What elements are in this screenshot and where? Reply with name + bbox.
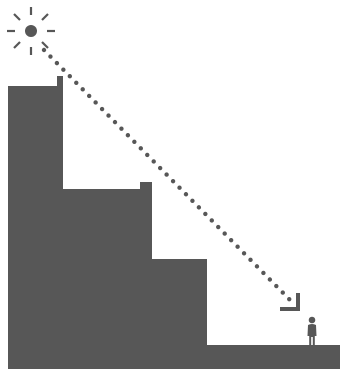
right-angle-marker-icon bbox=[280, 293, 300, 311]
stepped-building bbox=[8, 76, 340, 369]
ground-line bbox=[8, 345, 340, 369]
person-icon bbox=[308, 317, 317, 346]
sun-icon bbox=[7, 7, 55, 55]
